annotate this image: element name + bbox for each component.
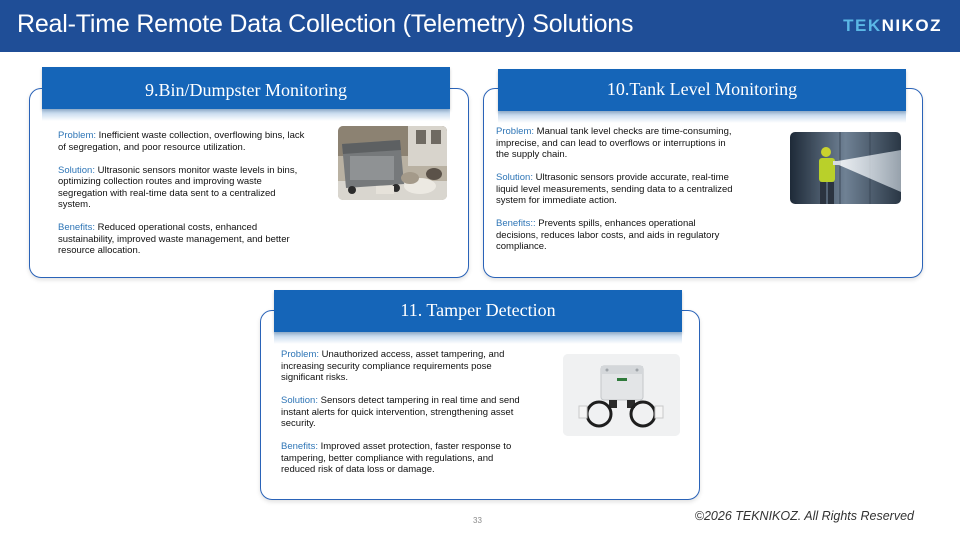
banner-tamper-detection: 11. Tamper Detection [274, 290, 682, 332]
page-number: 33 [473, 516, 482, 525]
banner-bin-monitoring: 9.Bin/Dumpster Monitoring [42, 67, 450, 109]
banner-shadow [498, 111, 906, 123]
banner-shadow [274, 332, 682, 344]
card-title: 9.Bin/Dumpster Monitoring [145, 80, 347, 100]
copyright-text: ©2026 TEKNIKOZ. All Rights Reserved [694, 509, 914, 523]
card-body: Problem: Inefficient waste collection, o… [58, 130, 305, 256]
banner-tank-monitoring: 10.Tank Level Monitoring [498, 69, 906, 111]
card-body: Problem: Unauthorized access, asset tamp… [281, 349, 520, 475]
slide-header: Real-Time Remote Data Collection (Teleme… [0, 0, 960, 52]
dumpster-photo [338, 126, 447, 200]
slide-title: Real-Time Remote Data Collection (Teleme… [17, 10, 634, 38]
tamper-sensor-photo [563, 354, 680, 436]
card-title: 11. Tamper Detection [400, 300, 556, 320]
teknikoz-logo: TEKNIKOZ [843, 16, 942, 35]
tank-worker-photo [790, 132, 901, 204]
banner-shadow [42, 109, 450, 121]
card-title: 10.Tank Level Monitoring [606, 79, 798, 99]
sensor-reflection [563, 436, 680, 460]
card-body: Problem: Manual tank level checks are ti… [496, 126, 733, 252]
